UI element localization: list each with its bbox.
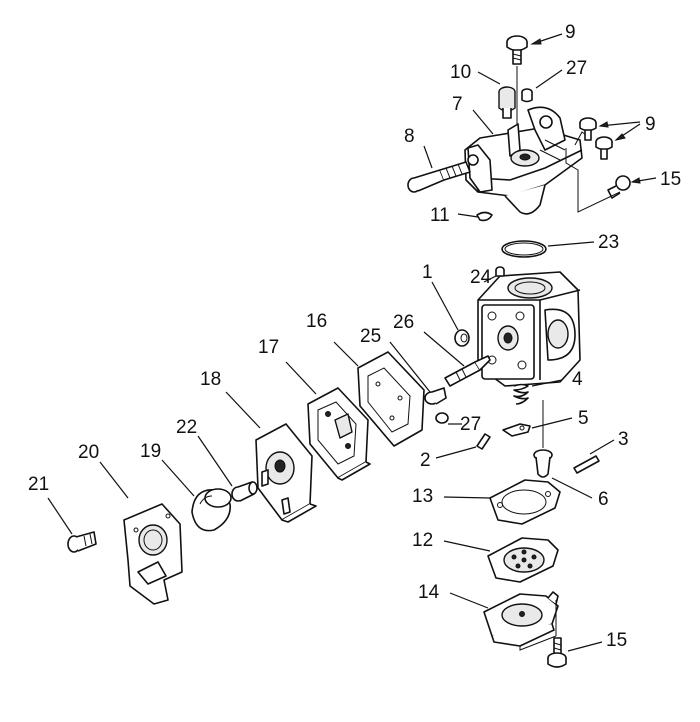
- part-25-valve: [424, 387, 447, 405]
- callout-5: 5: [578, 408, 589, 429]
- part-15-bottom-screw: [519, 600, 567, 668]
- part-1-seal: [454, 329, 470, 347]
- callout-13: 13: [412, 486, 433, 507]
- callout-11: 11: [430, 205, 450, 226]
- part-16-gasket: [357, 351, 425, 447]
- callout-7: 7: [452, 94, 463, 115]
- carburetor-body: [477, 266, 581, 405]
- part-13-gasket: [489, 479, 561, 525]
- callout-6: 6: [598, 489, 609, 510]
- callout-14: 14: [418, 582, 440, 603]
- part-4-spring: [513, 383, 529, 405]
- part-21-screw: [67, 531, 97, 553]
- callout-12: 12: [412, 530, 433, 551]
- callout-26: 26: [393, 312, 414, 333]
- part-24-plug: [495, 266, 505, 277]
- part-18-pump-cover: [255, 423, 317, 523]
- part-14-cover: [483, 591, 559, 647]
- part-23-o-ring: [501, 240, 547, 258]
- callout-27-lower: 27: [460, 414, 481, 435]
- throttle-body-assembly: [407, 35, 631, 222]
- callout-4: 4: [572, 369, 583, 390]
- part-11-clip: [476, 211, 493, 222]
- callout-2: 2: [420, 450, 431, 471]
- callout-23: 23: [598, 232, 619, 253]
- callout-18: 18: [200, 369, 221, 390]
- part-26-needle: [444, 355, 491, 387]
- callout-24: 24: [470, 267, 492, 288]
- part-15-top-screw: [607, 175, 631, 199]
- callout-27-top: 27: [566, 58, 587, 79]
- part-22-fitting: [231, 481, 258, 502]
- part-9-top-screw: [506, 35, 528, 65]
- callout-8: 8: [404, 126, 415, 147]
- part-12-diaphragm: [487, 537, 559, 583]
- callout-15-top: 15: [660, 169, 681, 190]
- callout-21: 21: [28, 474, 49, 495]
- callout-20: 20: [78, 442, 99, 463]
- part-2-pin: [476, 433, 491, 450]
- part-9-right-screws: [579, 117, 613, 160]
- part-3-pin: [573, 455, 600, 474]
- callout-10: 10: [450, 62, 471, 83]
- part-20-primer-plate: [123, 503, 183, 605]
- part-27-lower-plug: [435, 412, 449, 424]
- part-6-inlet-needle: [533, 400, 553, 478]
- callout-9-right: 9: [645, 114, 656, 135]
- callout-1: 1: [422, 262, 433, 283]
- part-19-primer-bulb: [191, 488, 232, 532]
- callout-22: 22: [176, 417, 197, 438]
- callout-17: 17: [258, 337, 279, 358]
- part-17-pump-plate: [307, 387, 371, 481]
- callout-16: 16: [306, 311, 327, 332]
- part-8-idle-screw: [407, 161, 471, 193]
- callout-19: 19: [140, 441, 161, 462]
- callout-3: 3: [618, 429, 629, 450]
- callout-15-bottom: 15: [606, 630, 627, 651]
- callout-25: 25: [360, 326, 381, 347]
- arrowheads: [530, 38, 641, 184]
- callout-9-top: 9: [565, 22, 576, 43]
- part-10-lever-pin: [498, 86, 516, 119]
- part-27-top-plug: [521, 88, 533, 103]
- part-5-lever: [502, 423, 531, 437]
- callout-labels: 9 10 27 7 8 9 15 11 23 24 1 26 25 16 17 …: [28, 22, 681, 651]
